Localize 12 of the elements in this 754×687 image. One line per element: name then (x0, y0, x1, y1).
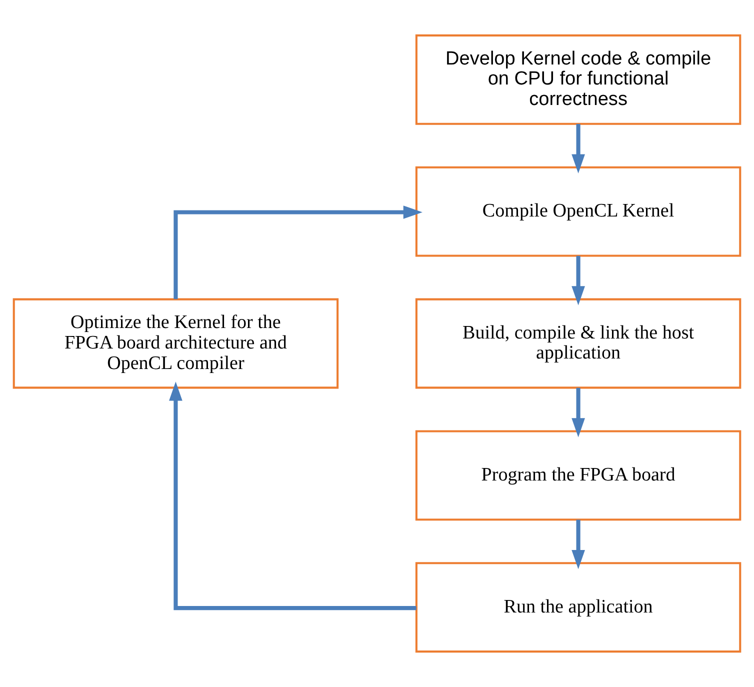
arrow (169, 382, 416, 610)
arrow (572, 520, 585, 570)
node-box: Develop Kernel code & compile on CPU for functional correctness (415, 34, 742, 125)
node-box: Compile OpenCL Kernel (415, 166, 742, 257)
node-box: Optimize the Kernel for the FPGA board architecture and OpenCL compiler (12, 298, 339, 389)
arrow (572, 388, 585, 438)
node-box: Build, compile & link the host application (415, 298, 742, 389)
node-box: Run the application (415, 562, 742, 653)
arrow (174, 206, 422, 300)
arrow (572, 256, 585, 306)
arrow (572, 124, 585, 174)
node-box: Program the FPGA board (415, 430, 742, 521)
